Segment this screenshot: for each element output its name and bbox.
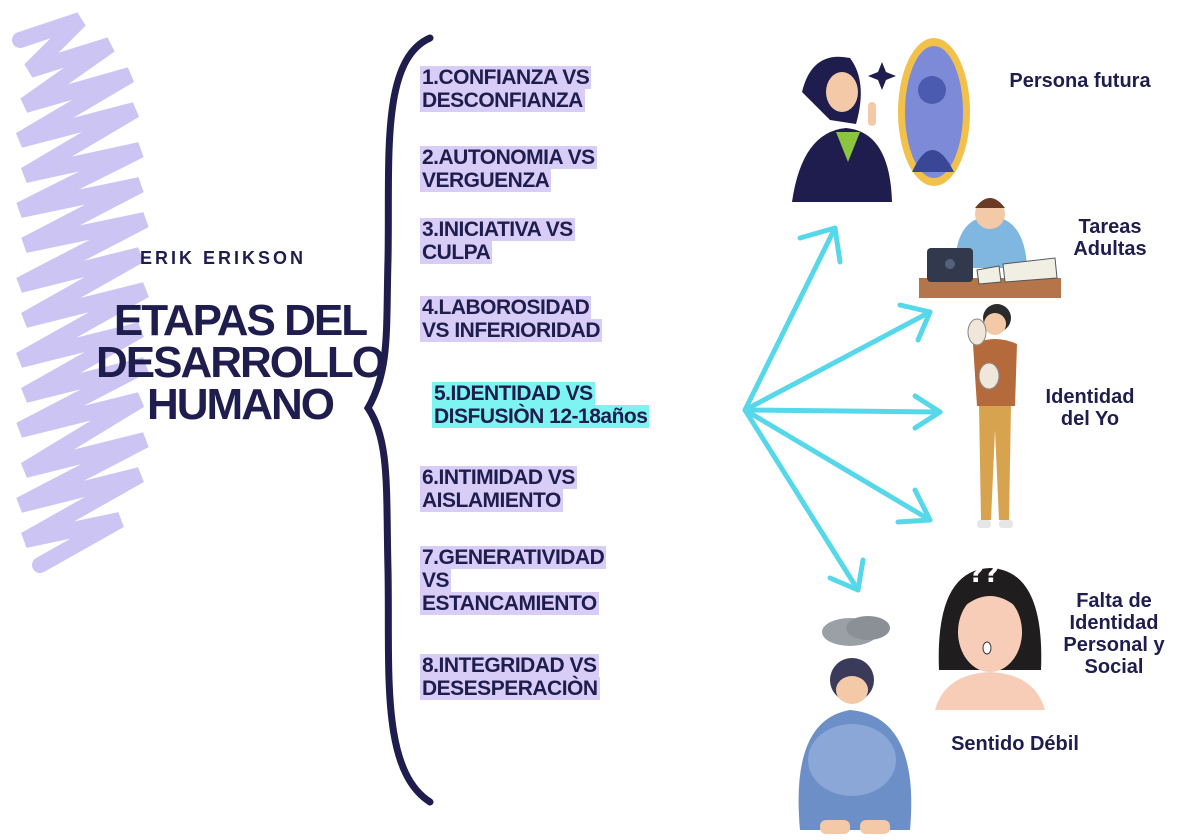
stage-text: CULPA: [420, 241, 493, 264]
stage-8: 8.INTEGRIDAD VS DESESPERACIÒN: [420, 654, 740, 700]
arrow-head: [827, 557, 866, 593]
sad-sitting-person-icon: [798, 616, 912, 834]
stage-text: 7.GENERATIVIDAD: [420, 546, 607, 569]
outcome-label: Identidad: [1069, 612, 1159, 634]
curly-brace: [363, 34, 434, 806]
outcome-label: Falta de: [1076, 590, 1152, 612]
stage-text: 3.INICIATIVA VS: [420, 218, 575, 241]
confused-woman-icon: ??: [935, 559, 1045, 710]
diagram-title: ETAPAS DEL DESARROLLO HUMANO: [60, 296, 420, 429]
arrow-to-tareas-adultas: [742, 309, 933, 413]
stage-text: 8.INTEGRIDAD VS: [420, 654, 599, 677]
stage-7: 7.GENERATIVIDAD VS ESTANCAMIENTO: [420, 546, 740, 615]
outcome-identidad-yo: Identidad del Yo: [1040, 386, 1140, 430]
person-with-masks-icon: [967, 304, 1017, 528]
arrow-to-persona-futura: [742, 225, 838, 413]
stage-2: 2.AUTONOMIA VS VERGUENZA: [420, 146, 740, 192]
stage-5-current: 5.IDENTIDAD VS DISFUSIÒN 12-18años: [432, 382, 752, 428]
outcome-label: del Yo: [1060, 408, 1120, 430]
arrow-to-falta-identidad: [742, 407, 933, 523]
outcome-label: Identidad: [1045, 386, 1135, 408]
stage-text: 4.LABOROSIDAD: [420, 296, 592, 319]
outcome-falta-identidad: Falta de Identidad Personal y Social: [1052, 590, 1176, 678]
stage-6: 6.INTIMIDAD VS AISLAMIENTO: [420, 466, 740, 512]
stage-4: 4.LABOROSIDAD VS INFERIORIDAD: [420, 296, 740, 342]
stage-1: 1.CONFIANZA VS DESCONFIANZA: [420, 66, 740, 112]
stage-text: VERGUENZA: [420, 169, 552, 192]
stage-text: DISFUSIÒN 12-18años: [432, 405, 650, 428]
outcome-sentido-debil: Sentido Débil: [930, 733, 1100, 755]
outcome-label: Personal y: [1063, 634, 1165, 656]
stage-text: DESCONFIANZA: [420, 89, 585, 112]
arrow-head: [912, 393, 943, 431]
outcome-label: Adultas: [1073, 238, 1147, 260]
author-name: ERIK ERIKSON: [140, 248, 307, 268]
svg-text:??: ??: [969, 559, 999, 589]
outcome-label: Persona futura: [1009, 70, 1151, 92]
outcome-label: Sentido Débil: [951, 733, 1079, 755]
title-line: HUMANO: [147, 380, 335, 429]
stage-text: 5.IDENTIDAD VS: [432, 382, 595, 405]
arrow-to-identidad-yo: [742, 407, 943, 415]
stage-3: 3.INICIATIVA VS CULPA: [420, 218, 740, 264]
arrows: [742, 225, 943, 593]
title-line: ETAPAS DEL: [113, 296, 368, 345]
stage-text: AISLAMIENTO: [420, 489, 563, 512]
arrow-head: [897, 302, 933, 343]
scribble-decoration: [12, 12, 149, 573]
title-line: DESARROLLO: [96, 338, 386, 387]
stage-text: DESESPERACIÒN: [420, 677, 600, 700]
stage-text: VS: [420, 569, 452, 592]
arrow-head: [797, 225, 843, 265]
stage-text: 1.CONFIANZA VS: [420, 66, 592, 89]
stage-text: ESTANCAMIENTO: [420, 592, 599, 615]
stage-text: VS INFERIORIDAD: [420, 319, 603, 342]
stressed-student-icon: [919, 198, 1061, 298]
stage-text: 2.AUTONOMIA VS: [420, 146, 597, 169]
outcome-label: Social: [1084, 656, 1144, 678]
outcome-persona-futura: Persona futura: [990, 70, 1170, 92]
arrow-to-sentido-debil: [742, 407, 861, 593]
outcome-tareas-adultas: Tareas Adultas: [1058, 216, 1162, 260]
stage-text: 6.INTIMIDAD VS: [420, 466, 577, 489]
arrow-head: [895, 487, 933, 525]
outcome-label: Tareas: [1078, 216, 1142, 238]
woman-mirror-icon: [792, 38, 970, 202]
